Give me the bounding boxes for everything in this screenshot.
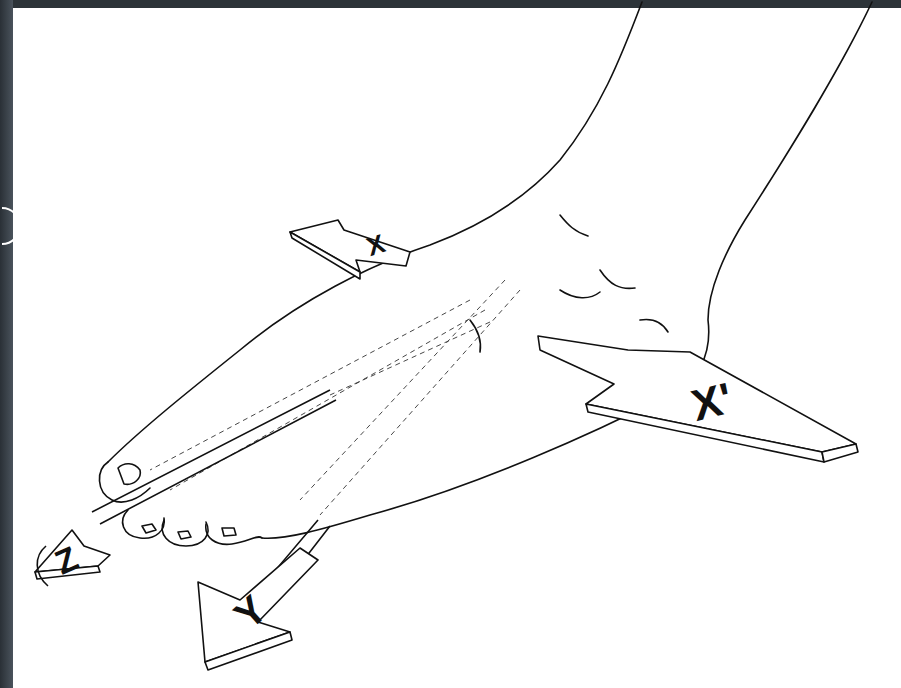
bone-lines [150, 280, 520, 515]
cut-circle [2, 208, 20, 244]
side-band [0, 0, 13, 688]
foot-outline [99, 2, 872, 546]
axis-arrows [35, 220, 858, 670]
top-band [0, 0, 901, 8]
